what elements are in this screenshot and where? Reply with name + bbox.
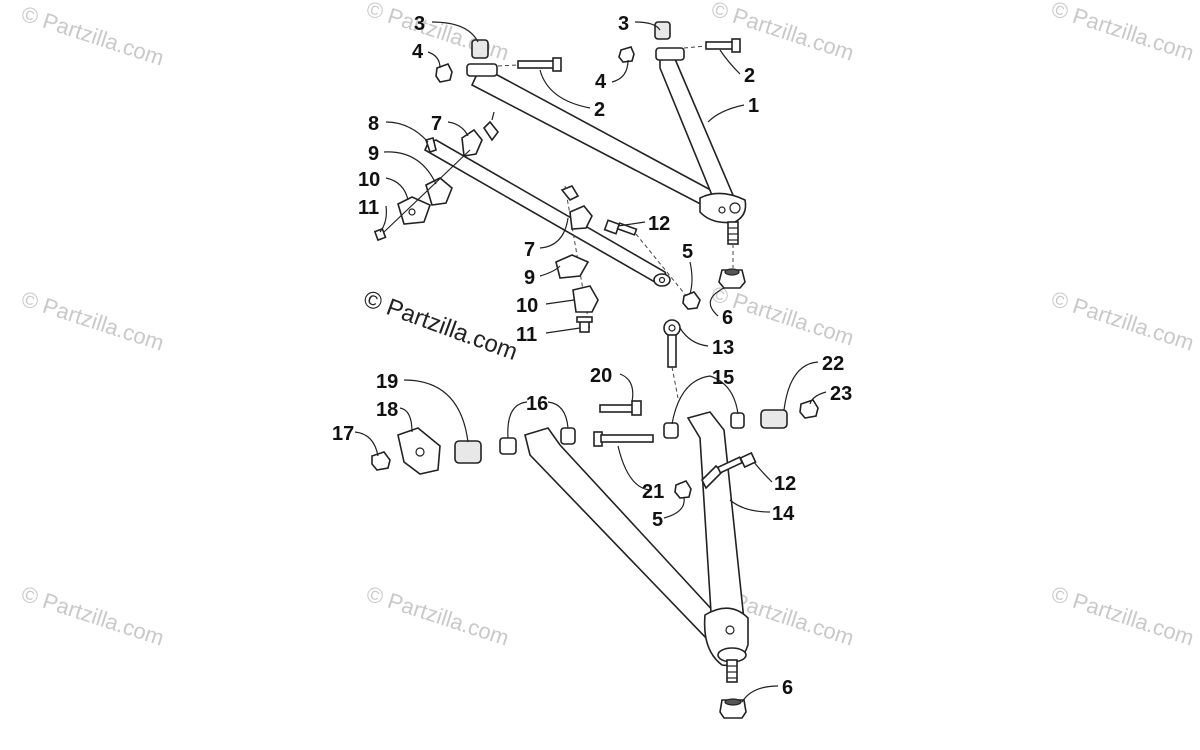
watermark-text: © Partzilla.com [1048, 0, 1197, 66]
lower-a-arm [524, 411, 749, 683]
watermark-text: © Partzilla.com [363, 0, 512, 66]
nut-4-right [618, 46, 635, 63]
watermark-text: © Partzilla.com [18, 581, 167, 651]
bolt-2-left [497, 57, 562, 72]
bolt-12-lower [716, 451, 757, 474]
stabilizer-bar [423, 137, 671, 287]
callout-18: 18 [376, 399, 398, 421]
callout-9-left: 9 [368, 143, 379, 165]
callout-2-right: 2 [744, 65, 755, 87]
callout-19: 19 [376, 371, 398, 393]
callout-11-middle: 11 [516, 324, 537, 346]
callout-13: 13 [712, 337, 734, 359]
watermark-text: © Partzilla.com [18, 1, 167, 71]
bushing-3-left [471, 39, 489, 59]
callout-6-lower: 6 [782, 677, 793, 699]
callout-16: 16 [526, 393, 548, 415]
nut-4-left [435, 63, 453, 83]
bolt-20 [599, 400, 642, 416]
callout-8: 8 [368, 113, 379, 135]
bushing-15-right [730, 412, 745, 429]
callout-23: 23 [830, 383, 852, 405]
callout-3-left: 3 [414, 13, 425, 35]
callout-17: 17 [332, 423, 354, 445]
bracket-18 [397, 427, 441, 475]
callout-4-right: 4 [595, 71, 607, 93]
callout-11-left: 11 [358, 197, 379, 219]
callout-22: 22 [822, 353, 844, 375]
nut-23 [799, 399, 819, 419]
leader-lines [354, 21, 827, 703]
callout-12-lower: 12 [774, 473, 796, 495]
sleeve-19 [454, 440, 482, 464]
watermark-text: © Partzilla.com [18, 286, 167, 356]
upper-a-arm [466, 47, 747, 268]
callout-5-upper: 5 [682, 241, 693, 263]
callout-7-left: 7 [431, 113, 442, 135]
bolt-21 [593, 431, 654, 447]
watermark-text: © Partzilla.com [708, 0, 857, 66]
callout-7-middle: 7 [524, 239, 535, 261]
callout-10-middle: 10 [516, 295, 538, 317]
stabilizer-link-13 [663, 319, 681, 399]
callout-20: 20 [590, 365, 612, 387]
callout-12-upper: 12 [648, 213, 670, 235]
lower-pivot-right [663, 399, 819, 439]
main-watermark: © Partzilla.com [360, 285, 521, 366]
nut-6-upper [718, 268, 746, 289]
bracket-group-middle [555, 185, 599, 333]
callout-21: 21 [642, 481, 664, 503]
nut-5-upper [682, 291, 701, 310]
callout-2-left: 2 [594, 99, 605, 121]
callout-9-middle: 9 [524, 267, 535, 289]
watermark-text: © Partzilla.com [1048, 286, 1197, 356]
bolt-2-right [683, 38, 741, 53]
watermark-text: © Partzilla.com [363, 581, 512, 651]
callout-14: 14 [772, 503, 795, 525]
nut-5-lower [674, 480, 692, 499]
sleeve-22 [760, 409, 788, 429]
bushing-16-left [499, 437, 517, 455]
callout-4-left: 4 [412, 41, 424, 63]
callout-6-upper: 6 [722, 307, 733, 329]
callout-1: 1 [748, 95, 759, 117]
bracket-group-left [373, 111, 500, 242]
bushing-16-right [560, 427, 576, 445]
callout-15: 15 [712, 367, 734, 389]
callout-3-right: 3 [618, 13, 629, 35]
bushing-15-left [663, 422, 679, 439]
nut-17 [371, 451, 391, 471]
callout-labels: 3 4 2 3 4 2 1 8 7 9 10 11 12 5 7 9 10 11… [332, 13, 852, 699]
nut-6-lower [719, 698, 747, 719]
bushing-3-right [654, 21, 671, 40]
watermark-layer: © Partzilla.com © Partzilla.com © Partzi… [18, 0, 1197, 651]
callout-5-lower: 5 [652, 509, 663, 531]
callout-10-left: 10 [358, 169, 380, 191]
watermark-text: © Partzilla.com [1048, 581, 1197, 651]
